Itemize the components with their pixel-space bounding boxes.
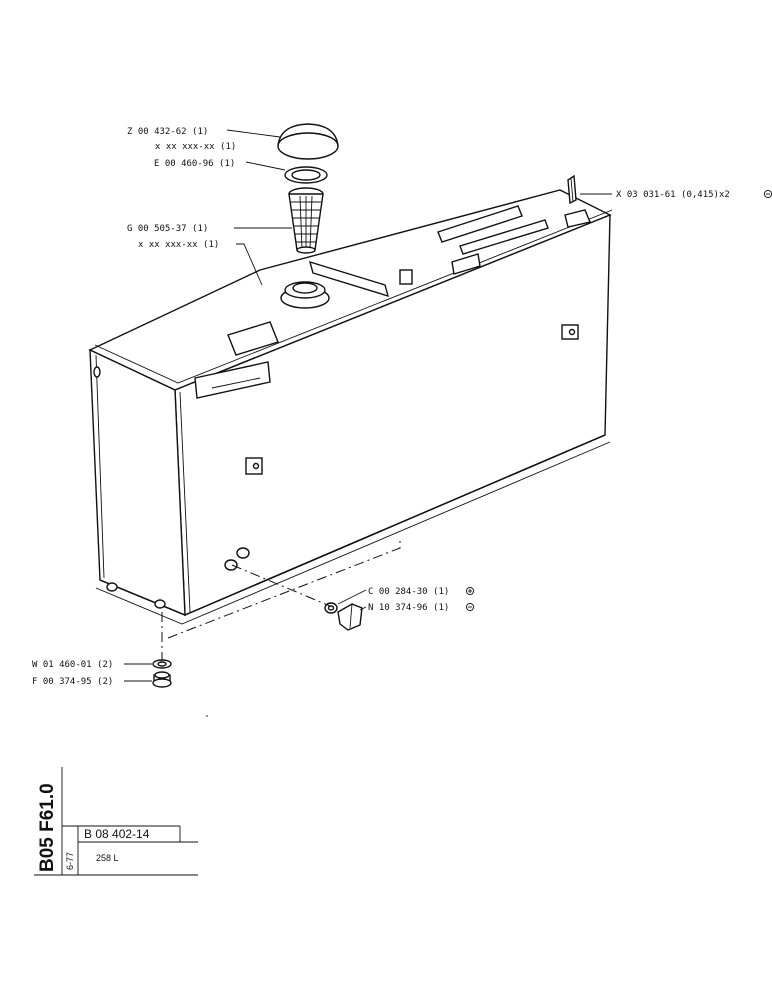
callout-labels: Z 00 432-62 (1) x xx xxx-xx (1) E 00 460… (32, 127, 772, 687)
tank-cap (277, 123, 339, 160)
filler-neck (280, 281, 330, 309)
side-clips (245, 324, 579, 475)
leader-lines (124, 129, 612, 682)
drain-plug-bottom (152, 671, 172, 688)
strainer-basket (288, 187, 324, 254)
fuel-tank-body (88, 189, 613, 625)
callout-e-seal: E 00 460-96 (1) (154, 159, 235, 169)
callout-n-plug: N 10 374-96 (1) (368, 603, 449, 613)
callout-x-mount: X 03 031-61 (0,415)x2 (616, 190, 730, 200)
callout-x-cap-variant: x xx xxx-xx (1) (155, 142, 236, 152)
callout-w-washer: W 01 460-01 (2) (32, 660, 113, 670)
revision-date: 6-77 (65, 852, 75, 870)
plus-circle-icon (465, 586, 475, 596)
callout-z-cap: Z 00 432-62 (1) (127, 127, 208, 137)
callout-f-plug: F 00 374-95 (2) (32, 677, 113, 687)
drain-washer-bottom (152, 659, 172, 669)
drain-bosses (224, 547, 250, 571)
top-brackets (194, 205, 591, 399)
tank-capacity: 258 L (96, 853, 119, 863)
part-number: B 08 402-14 (84, 827, 150, 841)
drain-plug-front (337, 603, 363, 631)
minus-circle-icon (465, 602, 475, 612)
callout-x-strainer-variant: x xx xxx-xx (1) (138, 240, 219, 250)
minus-circle-icon (763, 189, 772, 199)
title-block: B05 F61.0 6-77 B 08 402-14 258 L (34, 767, 198, 876)
assembly-center-lines (161, 538, 401, 660)
mount-plate (567, 174, 577, 205)
callout-g-strainer: G 00 505-37 (1) (127, 224, 208, 234)
section-code: B05 F61.0 (37, 783, 58, 872)
callout-c-washer: C 00 284-30 (1) (368, 587, 449, 597)
seal-ring (284, 166, 328, 184)
